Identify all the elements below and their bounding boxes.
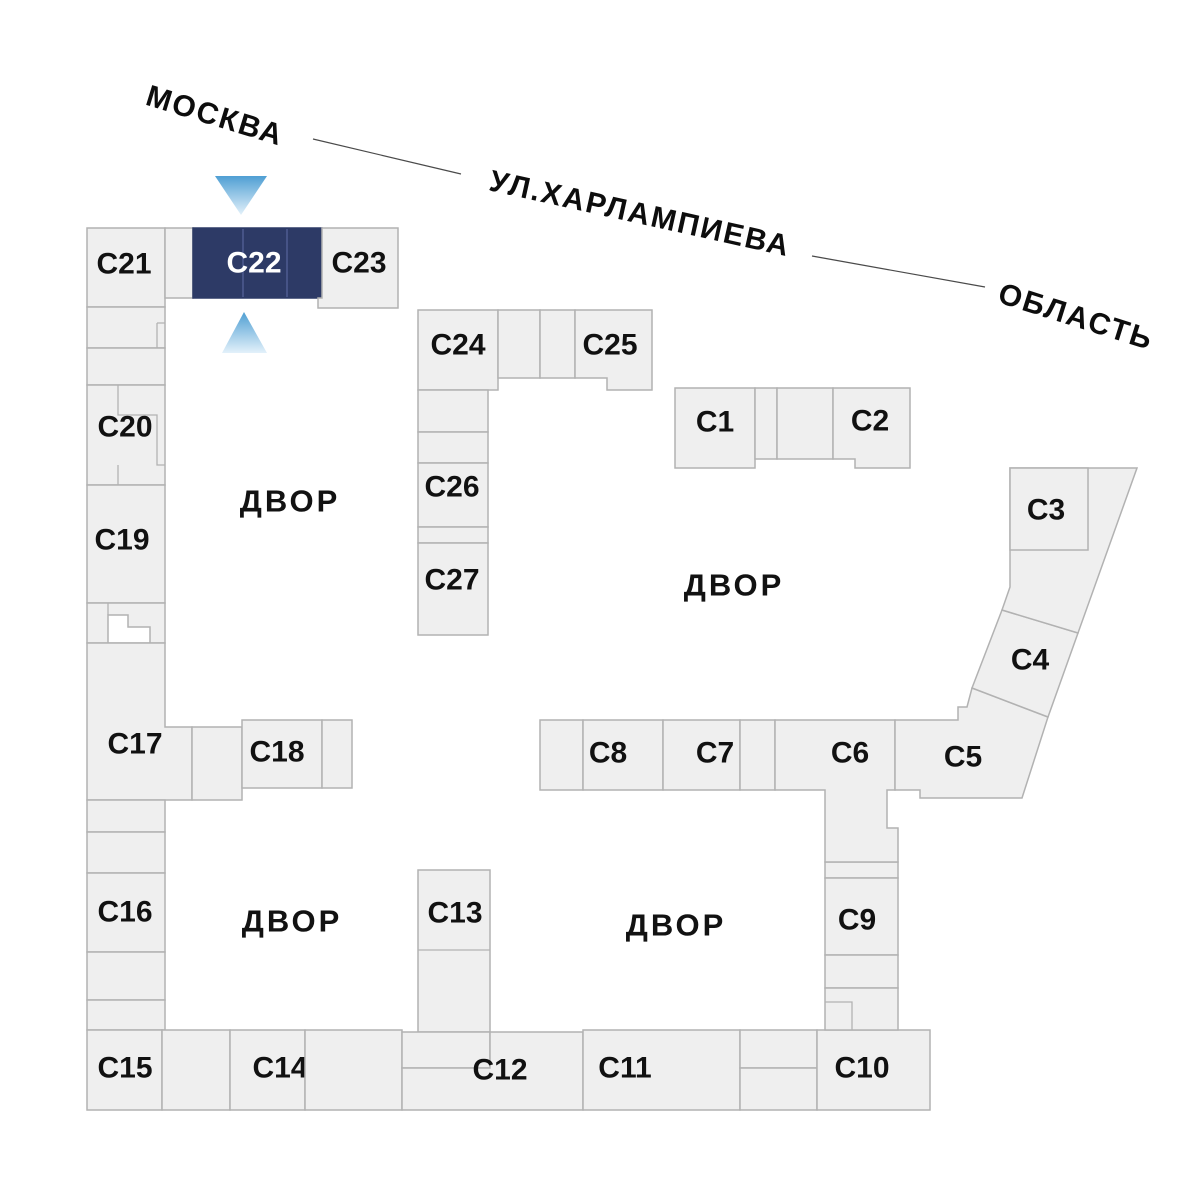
segment — [539, 309, 576, 379]
segment — [497, 309, 541, 379]
building-c11[interactable]: С11 — [582, 1029, 741, 1111]
building-label: С23 — [331, 247, 386, 280]
building-c6[interactable]: С6 — [774, 719, 899, 863]
segment — [164, 227, 194, 299]
building-label: С3 — [1027, 494, 1065, 527]
building-label-selected: С22 — [226, 247, 281, 280]
region-direction-label: ОБЛАСТЬ — [994, 277, 1157, 357]
building-c13[interactable]: С13 — [417, 869, 491, 1033]
segment — [191, 726, 243, 801]
building-c27[interactable]: С27 — [417, 542, 489, 636]
segment — [86, 306, 166, 349]
segment — [86, 951, 166, 1001]
segment — [776, 387, 834, 460]
segment — [417, 389, 489, 433]
building-label: С21 — [96, 248, 151, 281]
segment — [739, 1029, 818, 1069]
segment — [304, 1029, 403, 1111]
courtyard-label-bottom-left: ДВОР — [242, 904, 343, 939]
building-c20[interactable]: С20 — [86, 384, 166, 486]
segment — [539, 719, 584, 791]
building-c15[interactable]: С15 — [86, 1029, 163, 1111]
segment — [86, 799, 166, 833]
segment — [321, 719, 353, 789]
building-label: С5 — [944, 741, 982, 774]
building-c22-selected[interactable]: С22 — [192, 227, 323, 299]
building-label: С6 — [831, 737, 869, 770]
building-c18[interactable]: С18 — [241, 719, 323, 789]
building-label: С7 — [696, 737, 734, 770]
segment — [417, 431, 489, 464]
building-label: С4 — [1011, 644, 1050, 677]
building-label: С16 — [97, 896, 152, 929]
building-c17[interactable]: С17 — [86, 642, 193, 801]
building-label: С1 — [696, 406, 734, 439]
segment — [161, 1029, 231, 1111]
building-label: С14 — [252, 1052, 307, 1085]
building-label: С20 — [97, 411, 152, 444]
building-c10[interactable]: С10 — [816, 1029, 931, 1111]
segment — [754, 387, 778, 460]
courtyard-label-bottom-middle: ДВОР — [626, 908, 727, 943]
segment — [824, 861, 899, 879]
building-c3[interactable]: С3 — [1009, 467, 1089, 551]
building-label: С13 — [427, 897, 482, 930]
building-c14[interactable]: С14 — [229, 1029, 308, 1111]
building-label: С2 — [851, 405, 889, 438]
segment — [86, 999, 166, 1031]
street-leader-line-right — [811, 255, 986, 288]
segment — [86, 347, 166, 386]
building-label: С26 — [424, 471, 479, 504]
segment — [739, 719, 776, 791]
building-label: С15 — [97, 1052, 152, 1085]
courtyard-label-top-left: ДВОР — [240, 484, 341, 519]
building-c1[interactable]: С1 — [674, 387, 756, 469]
segment-step — [825, 1001, 853, 1030]
building-c26[interactable]: С26 — [417, 462, 489, 528]
building-c7[interactable]: С7 — [662, 719, 741, 791]
building-c21[interactable]: С21 — [86, 227, 166, 308]
building-label: С11 — [598, 1052, 651, 1085]
building-label: С24 — [430, 329, 485, 362]
city-direction-label: МОСКВА — [142, 79, 288, 152]
building-label: С17 — [107, 728, 162, 761]
street-leader-line-left — [312, 138, 462, 175]
street-name-label: УЛ.ХАРЛАМПИЕВА — [486, 165, 793, 264]
building-c16[interactable]: С16 — [86, 872, 166, 953]
building-c19[interactable]: С19 — [86, 484, 166, 604]
building-label: С12 — [472, 1054, 527, 1087]
building-c24[interactable]: С24 — [417, 309, 499, 391]
building-c12[interactable]: С12 — [401, 1031, 584, 1111]
building-label: С8 — [589, 737, 627, 770]
building-c25[interactable]: С25 — [574, 309, 653, 391]
selected-building-arrow-bottom — [222, 312, 267, 353]
segment — [86, 831, 166, 874]
segment — [824, 954, 899, 989]
segment — [417, 526, 489, 544]
segment — [824, 987, 899, 1031]
selected-building-arrow-top — [215, 176, 267, 215]
courtyard-label-right: ДВОР — [684, 568, 785, 603]
building-label: С27 — [424, 564, 479, 597]
building-label: С18 — [249, 736, 304, 769]
building-label: С19 — [94, 524, 149, 557]
segment — [401, 1031, 491, 1069]
building-label: С10 — [834, 1052, 889, 1085]
building-c23[interactable]: С23 — [317, 227, 399, 309]
building-label: С9 — [838, 904, 876, 937]
segment-step — [156, 322, 165, 348]
building-label: С25 — [582, 329, 637, 362]
building-c9[interactable]: С9 — [824, 877, 899, 956]
building-c2[interactable]: С2 — [832, 387, 911, 469]
building-c8[interactable]: С8 — [582, 719, 664, 791]
segment — [739, 1067, 818, 1111]
